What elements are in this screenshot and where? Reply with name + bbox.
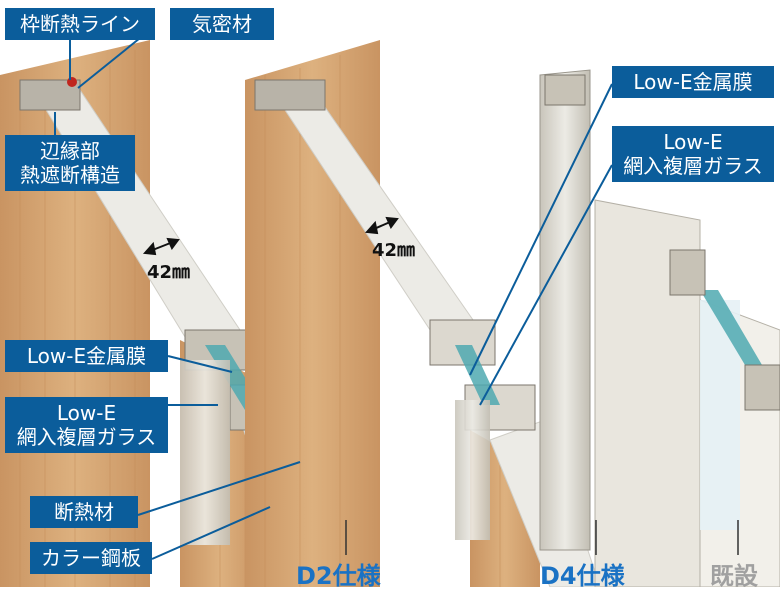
spec-d4: D4仕様	[540, 556, 625, 591]
label-lowe-film-right: Low-E金属膜	[612, 66, 774, 98]
label-edge-heat-barrier: 辺縁部 熱遮断構造	[5, 135, 135, 191]
airtight-seal-mark	[67, 77, 77, 87]
label-insulation: 断熱材	[30, 496, 138, 528]
existing-low-frame	[745, 365, 780, 410]
label-lowe-glass-right-line1: Low-E	[620, 130, 766, 154]
label-frame-insulation-line: 枠断熱ライン	[5, 8, 155, 40]
d2-side-frame	[180, 360, 230, 545]
label-lowe-glass-left: Low-E 網入複層ガラス	[5, 397, 168, 453]
label-color-steel-plate: カラー鋼板	[30, 542, 152, 574]
label-lowe-glass-right: Low-E 網入複層ガラス	[612, 126, 774, 182]
dimension-middle: 42㎜	[372, 236, 415, 262]
existing-top-frame	[545, 75, 585, 105]
label-edge-line1: 辺縁部	[13, 139, 127, 163]
dimension-left: 42㎜	[147, 258, 190, 284]
d4-side-frame	[455, 400, 490, 540]
label-lowe-glass-right-line2: 網入複層ガラス	[620, 154, 766, 178]
existing-mid-frame	[670, 250, 705, 295]
spec-existing: 既設	[710, 556, 758, 591]
label-lowe-film-left: Low-E金属膜	[5, 340, 168, 372]
label-lowe-glass-left-line1: Low-E	[13, 401, 160, 425]
label-airtight-material: 気密材	[170, 8, 274, 40]
spec-d2: D2仕様	[296, 556, 381, 591]
d4-top-frame	[255, 80, 325, 110]
existing-frame-left	[540, 70, 590, 550]
label-lowe-glass-left-line2: 網入複層ガラス	[13, 425, 160, 449]
label-edge-line2: 熱遮断構造	[13, 163, 127, 187]
